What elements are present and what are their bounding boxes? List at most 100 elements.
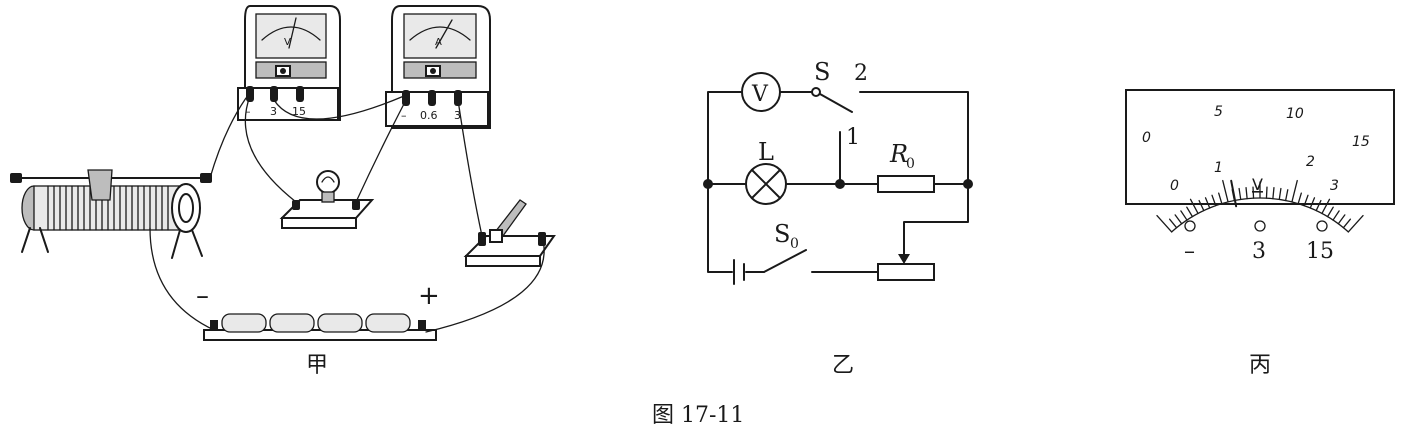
- ammeter: A – 0.6 3: [385, 5, 491, 129]
- ammeter-dial-symbol: A: [435, 37, 442, 48]
- dial-tick: [1222, 179, 1229, 203]
- dial-tick: [1321, 198, 1331, 215]
- inner-scale-1: 1: [1214, 160, 1223, 176]
- dial-terminal-neg[interactable]: [1184, 220, 1196, 232]
- dial-tick: [1265, 186, 1268, 199]
- panel-label-yi: 乙: [832, 353, 854, 378]
- dial-tick: [1315, 199, 1322, 212]
- inner-scale-3: 3: [1330, 178, 1339, 194]
- switch-terminal-right[interactable]: [538, 232, 546, 246]
- panel-label-jia: 甲: [306, 353, 328, 378]
- dial-tick: [1252, 186, 1255, 199]
- switch-s-blade[interactable]: [819, 93, 853, 113]
- dial-tick: [1180, 210, 1188, 221]
- dial-tick: [1238, 187, 1242, 201]
- dial-terminal-label-neg: –: [1184, 239, 1195, 264]
- rheostat: [10, 169, 212, 259]
- dial-tick: [1297, 192, 1302, 205]
- dial-terminal-3[interactable]: [1254, 220, 1266, 232]
- dial-scale: [1156, 179, 1364, 233]
- battery-neg-label: –: [196, 281, 209, 311]
- dial-tick: [1278, 187, 1282, 201]
- junction: [835, 179, 845, 189]
- dial-tick: [1245, 187, 1248, 200]
- rheostat-coil: [47, 185, 169, 231]
- voltmeter-terminal-15[interactable]: [296, 86, 304, 102]
- dial-tick: [1337, 214, 1346, 225]
- rheostat-slider[interactable]: [87, 169, 113, 201]
- knife-switch: [463, 199, 556, 267]
- circuit-voltmeter: [741, 72, 781, 112]
- resistor-r0: [877, 175, 935, 193]
- dial-tick: [1291, 179, 1298, 203]
- apparatus-wires: [149, 95, 545, 333]
- dial-tick: [1168, 218, 1178, 229]
- dial-tick: [1156, 214, 1173, 233]
- dial-tick: [1272, 187, 1275, 200]
- voltmeter-terminal-neg[interactable]: [246, 86, 254, 102]
- outer-scale-10: 10: [1286, 106, 1304, 122]
- battery-pos-label: +: [418, 281, 440, 311]
- switch-s-label: S: [814, 58, 830, 86]
- resistor-r0-label: R: [889, 140, 908, 168]
- dial-needle: [1230, 179, 1238, 208]
- battery-pack: – +: [196, 281, 440, 341]
- ammeter-label-0.6: 0.6: [420, 109, 438, 122]
- rheostat-arrow: [898, 254, 910, 264]
- switch-s-pos-1: 1: [846, 125, 860, 150]
- voltmeter-label-neg: –: [245, 105, 251, 118]
- voltmeter-label-3: 3: [270, 105, 277, 118]
- dial-tick: [1174, 214, 1183, 225]
- panel-label-bing: 丙: [1249, 353, 1271, 378]
- dial-tick: [1309, 197, 1316, 209]
- voltmeter-terminal-3[interactable]: [270, 86, 278, 102]
- dial-tick: [1342, 218, 1352, 229]
- dial-panel: 0 5 10 15 0 1 2 3 V – 3 15 丙: [1125, 89, 1395, 378]
- battery-terminal-neg[interactable]: [210, 320, 218, 330]
- ammeter-terminal-3[interactable]: [454, 90, 462, 106]
- switch-s-pos-2: 2: [854, 61, 868, 86]
- junction: [703, 179, 713, 189]
- resistor-r0-subscript: 0: [906, 156, 915, 172]
- figure-caption: 图 17-11: [652, 403, 744, 428]
- dial-tick: [1218, 192, 1223, 205]
- ammeter-terminal-neg[interactable]: [402, 90, 410, 106]
- ammeter-label-neg: –: [401, 109, 407, 122]
- circuit-lamp: [745, 163, 787, 205]
- voltmeter-dial-symbol: V: [284, 37, 291, 48]
- switch-s0-label: S: [774, 220, 790, 248]
- dial-tick: [1332, 210, 1340, 221]
- dial-tick: [1189, 198, 1199, 215]
- dial-tick: [1326, 206, 1334, 218]
- voltmeter: V – 3 15: [237, 5, 341, 121]
- switch-s-pivot: [811, 87, 821, 97]
- switch-s0-blade[interactable]: [763, 249, 807, 273]
- inner-scale-2: 2: [1306, 154, 1315, 170]
- lamp-terminal-right[interactable]: [352, 200, 360, 210]
- lamp-board: [279, 170, 375, 229]
- dial-unit: V: [1252, 175, 1263, 194]
- dial-tick: [1198, 199, 1205, 212]
- dial-tick: [1186, 206, 1194, 218]
- switch-terminal-left[interactable]: [478, 232, 486, 246]
- voltmeter-label-15: 15: [292, 105, 306, 118]
- inner-scale-0: 0: [1170, 178, 1179, 194]
- ammeter-label-3: 3: [454, 109, 461, 122]
- battery-terminal-pos[interactable]: [418, 320, 426, 330]
- dial-terminal-label-15: 15: [1306, 239, 1334, 264]
- lamp-bulb: [316, 170, 340, 194]
- ammeter-terminal-0.6[interactable]: [428, 90, 436, 106]
- dial-terminal-label-3: 3: [1252, 239, 1266, 264]
- switch-s0-subscript: 0: [790, 236, 799, 252]
- apparatus-panel: V – 3 15 A – 0.6: [10, 5, 556, 378]
- outer-scale-0: 0: [1142, 130, 1151, 146]
- dial-tick: [1204, 197, 1211, 209]
- outer-scale-5: 5: [1214, 104, 1223, 120]
- circuit-voltmeter-label: V: [751, 82, 769, 107]
- dial-terminal-15[interactable]: [1316, 220, 1328, 232]
- junction: [963, 179, 973, 189]
- circuit-panel: V S 2 1 L R 0 S 0 乙: [703, 58, 973, 378]
- lamp-terminal-left[interactable]: [292, 200, 300, 210]
- dial-tick: [1284, 189, 1289, 202]
